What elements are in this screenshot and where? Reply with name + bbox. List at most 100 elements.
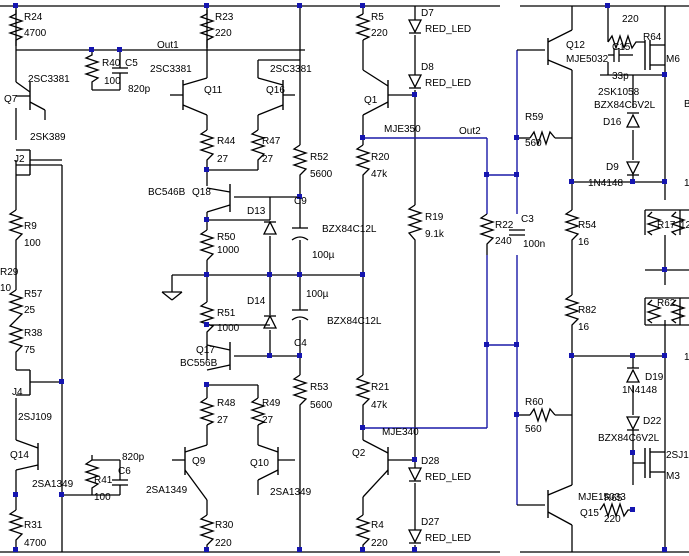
value-R64: 220 <box>622 14 639 25</box>
led-D27 <box>407 529 423 544</box>
label-C9: C9 <box>294 196 307 207</box>
value-Q16: 2SC3381 <box>270 64 312 75</box>
resistor-R47 <box>249 129 267 165</box>
zener-D22 <box>625 416 641 431</box>
resistor-R51 <box>198 301 216 340</box>
value-R60: 560 <box>525 424 542 435</box>
label-C6: C6 <box>118 466 131 477</box>
label-D7: D7 <box>421 8 434 19</box>
resistor-R21 <box>354 374 372 415</box>
value-R30: 220 <box>215 538 232 549</box>
resistor-R50 <box>198 229 216 261</box>
label-R23: R23 <box>215 12 234 23</box>
label-R50: R50 <box>217 232 236 243</box>
resistor-R52 <box>291 144 309 185</box>
value-R23: 220 <box>215 28 232 39</box>
label-Q9: Q9 <box>192 456 206 467</box>
junction-dots <box>13 3 667 552</box>
value-R29: 10 <box>0 283 12 294</box>
resistor-R9 <box>7 209 25 260</box>
value-R40: 100 <box>104 76 121 87</box>
value-R54: 16 <box>578 237 590 248</box>
label-J4: J4 <box>12 387 23 398</box>
value-D16: BZX84C6V2L <box>594 100 656 111</box>
label-R47: R47 <box>262 136 281 147</box>
led-D7 <box>407 19 423 34</box>
value-D7: RED_LED <box>425 24 471 35</box>
label-D19: D19 <box>645 372 664 383</box>
label-D27: D27 <box>421 517 440 528</box>
value-Q17: BC556B <box>180 358 218 369</box>
resistor-R22 <box>478 213 496 255</box>
value-R31: 4700 <box>24 538 47 549</box>
label-R53: R53 <box>310 382 329 393</box>
label-Q16: Q16 <box>266 85 285 96</box>
label-R31: R31 <box>24 520 43 531</box>
value-R20: 47k <box>371 169 388 180</box>
label-R17: R17 <box>657 220 676 231</box>
resistor-R24 <box>7 10 25 46</box>
label-Q10: Q10 <box>250 458 269 469</box>
value-C4: 100µ <box>306 289 329 300</box>
value-R59: 560 <box>525 138 542 149</box>
label-R48: R48 <box>217 398 236 409</box>
capacitor-C9 <box>291 227 309 241</box>
value-R65: 220 <box>604 514 621 525</box>
label-D8: D8 <box>421 62 434 73</box>
edge-label-12: 12 <box>680 220 689 231</box>
resistor-R48 <box>198 397 216 426</box>
value-D14: BZX84C12L <box>327 316 382 327</box>
label-R54: R54 <box>578 220 597 231</box>
label-Q12: Q12 <box>566 40 585 51</box>
value-C5: 820p <box>128 84 151 95</box>
value-J2: 2SK389 <box>30 132 66 143</box>
value-D9: 1N4148 <box>588 178 623 189</box>
resistor-R19 <box>406 204 424 250</box>
value-R47: 27 <box>262 154 274 165</box>
value-R24: 4700 <box>24 28 47 39</box>
label-R52: R52 <box>310 152 329 163</box>
value-D8: RED_LED <box>425 78 471 89</box>
label-D9: D9 <box>606 162 619 173</box>
value-R22: 240 <box>495 236 512 247</box>
value-Q1: MJE350 <box>384 124 421 135</box>
label-R29: R29 <box>0 267 19 278</box>
label-Q11: Q11 <box>204 85 223 96</box>
value-M6: 2SK1058 <box>598 87 640 98</box>
resistor-R20 <box>354 144 372 180</box>
value-C3: 100n <box>523 239 545 250</box>
resistor-R40 <box>83 50 101 90</box>
value-C9: 100µ <box>312 250 335 261</box>
value-R57: 25 <box>24 305 36 316</box>
label-Q1: Q1 <box>364 95 378 106</box>
label-D16: D16 <box>603 117 622 128</box>
label-M6: M6 <box>666 54 680 65</box>
label-R60: R60 <box>525 397 544 408</box>
ground-symbol <box>161 291 183 301</box>
label-R82: R82 <box>578 305 597 316</box>
label-Out2: Out2 <box>459 126 481 137</box>
value-R51: 1000 <box>217 323 240 334</box>
label-R41: R41 <box>94 475 113 486</box>
label-Q7: Q7 <box>4 94 18 105</box>
label-D13: D13 <box>247 206 266 217</box>
label-D14: D14 <box>247 296 266 307</box>
resistor-R5 <box>354 13 372 41</box>
resistor-R23 <box>198 10 216 48</box>
diode-D9 <box>625 161 641 176</box>
capacitor-C5 <box>92 50 128 91</box>
label-R4: R4 <box>371 520 384 531</box>
label-C15: C15 <box>612 42 631 53</box>
label-C3: C3 <box>521 214 534 225</box>
value-C15: 33p <box>612 71 629 82</box>
label-R59: R59 <box>525 112 544 123</box>
label-R20: R20 <box>371 152 390 163</box>
resistor-R30 <box>198 514 216 552</box>
value-Q18: BC546B <box>148 187 186 198</box>
label-R40: R40 <box>102 58 121 69</box>
label-R24: R24 <box>24 12 43 23</box>
label-R65: R65 <box>604 493 623 504</box>
value-R53: 5600 <box>310 400 333 411</box>
label-R49: R49 <box>262 398 281 409</box>
value-M3: 2SJ1 <box>666 450 689 461</box>
